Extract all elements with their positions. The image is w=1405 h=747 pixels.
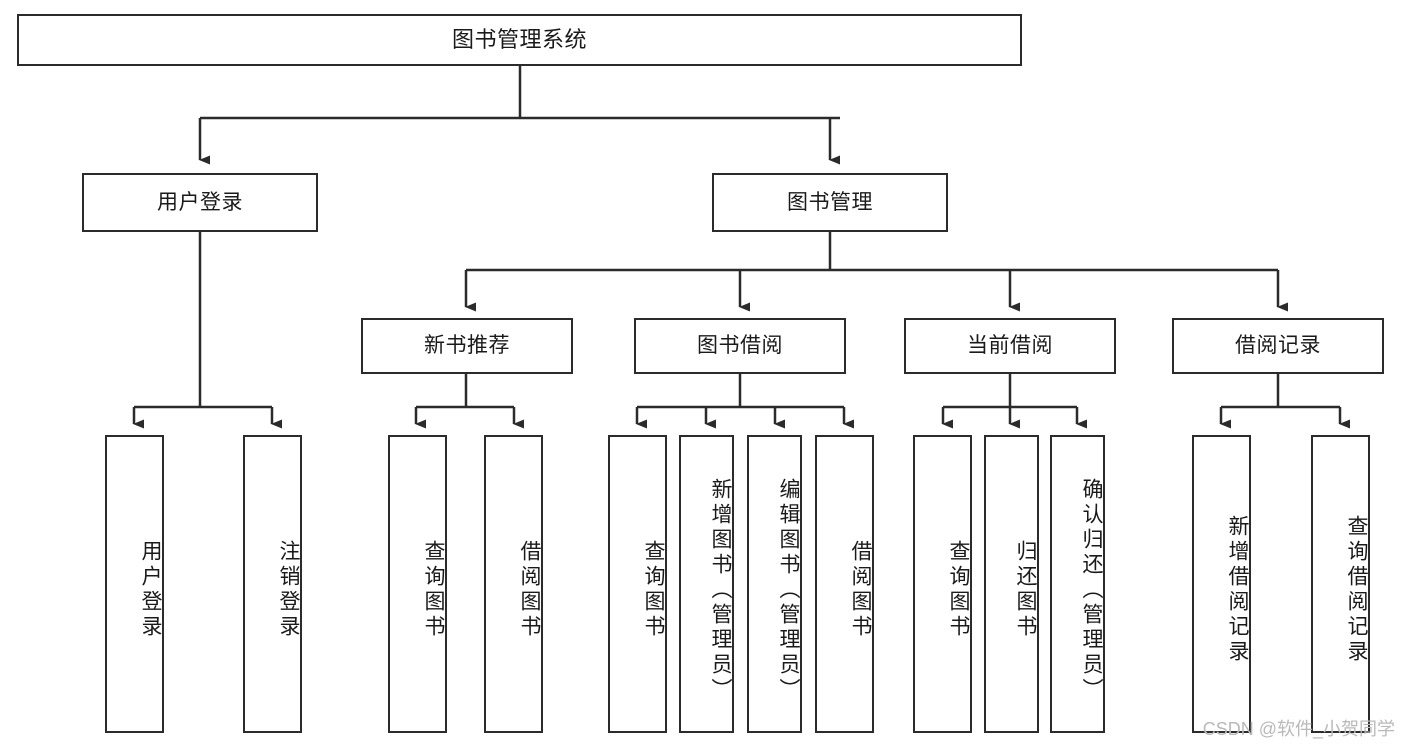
node-label: 注销登录 [277,540,300,640]
leaf-query-book-current[interactable]: 查询图书 [913,435,972,733]
node-root-system[interactable]: 图书管理系统 [17,14,1022,66]
node-label: 借阅记录 [1235,334,1321,358]
node-label: 借阅图书 [849,540,872,640]
node-label: 图书管理 [787,190,873,214]
node-label: 查询图书 [947,540,970,640]
leaf-borrow-book-recommend[interactable]: 借阅图书 [484,435,543,733]
leaf-query-book-borrow[interactable]: 查询图书 [608,435,667,733]
node-book-borrow[interactable]: 图书借阅 [634,318,846,374]
node-current-borrow[interactable]: 当前借阅 [904,318,1116,374]
node-label: 用户登录 [157,190,243,214]
leaf-confirm-return-admin[interactable]: 确认归还（管理员） [1050,435,1105,733]
node-label: 查询借阅记录 [1345,515,1368,665]
node-label: 图书管理系统 [451,26,587,52]
node-label: 图书借阅 [697,334,783,358]
node-label: 借阅图书 [518,540,541,640]
node-label: 当前借阅 [967,334,1053,358]
leaf-user-login[interactable]: 用户登录 [105,435,164,733]
leaf-logout[interactable]: 注销登录 [243,435,302,733]
leaf-add-book-admin[interactable]: 新增图书（管理员） [679,435,734,733]
leaf-query-book-recommend[interactable]: 查询图书 [388,435,447,733]
node-borrow-record[interactable]: 借阅记录 [1172,318,1384,374]
node-label: 新增借阅记录 [1226,515,1249,665]
watermark-text: CSDN @软件_小贺同学 [1202,719,1395,739]
leaf-borrow-book[interactable]: 借阅图书 [815,435,874,733]
leaf-query-borrow-record[interactable]: 查询借阅记录 [1311,435,1370,733]
node-label: 新书推荐 [424,334,510,358]
node-user-login[interactable]: 用户登录 [82,173,318,232]
leaf-return-book[interactable]: 归还图书 [984,435,1039,733]
leaf-edit-book-admin[interactable]: 编辑图书（管理员） [747,435,802,733]
node-label: 编辑图书（管理员） [777,477,800,703]
node-label: 新增图书（管理员） [709,477,732,703]
node-label: 查询图书 [642,540,665,640]
node-book-management[interactable]: 图书管理 [712,173,948,232]
node-label: 归还图书 [1014,540,1037,640]
node-label: 用户登录 [139,540,162,640]
leaf-add-borrow-record[interactable]: 新增借阅记录 [1192,435,1251,733]
node-new-book-recommend[interactable]: 新书推荐 [361,318,573,374]
node-label: 确认归还（管理员） [1080,477,1103,703]
node-label: 查询图书 [422,540,445,640]
